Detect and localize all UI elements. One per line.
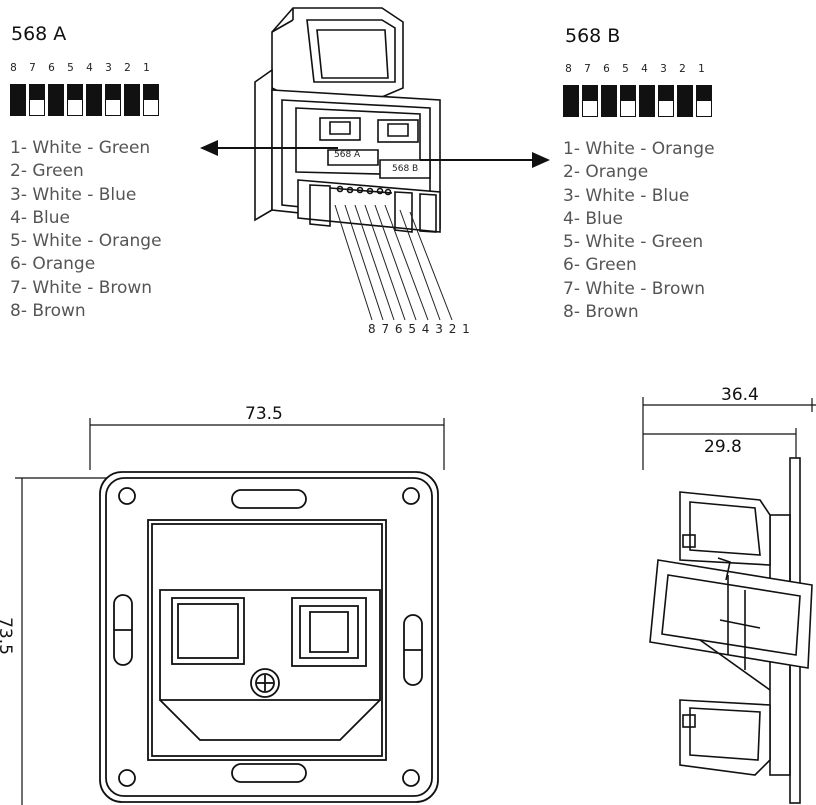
wire-swatch bbox=[563, 85, 579, 117]
wire-list-item: 5- White - Green bbox=[563, 232, 704, 253]
pin-number: 7 bbox=[29, 62, 36, 74]
wire-swatch bbox=[29, 84, 45, 116]
pin-number: 8 bbox=[10, 62, 17, 74]
pin-number: 5 bbox=[67, 62, 74, 74]
wire-list-item: 6- Green bbox=[563, 255, 637, 276]
wire-swatch bbox=[124, 84, 140, 116]
standard-b-wire-swatches bbox=[563, 85, 712, 117]
pin-number: 2 bbox=[124, 62, 131, 74]
pin-number: 2 bbox=[679, 63, 686, 75]
wire-swatch bbox=[582, 85, 598, 117]
wire-swatch bbox=[105, 84, 121, 116]
connector-pin-sequence: 8 7 6 5 4 3 2 1 bbox=[368, 322, 471, 336]
standard-b-title: 568 B bbox=[565, 25, 621, 47]
wire-swatch bbox=[86, 84, 102, 116]
wire-list-item: 8- Brown bbox=[563, 302, 639, 323]
wire-fan-lines bbox=[334, 204, 453, 321]
standard-a-wire-swatches bbox=[10, 84, 159, 116]
pin-number: 1 bbox=[698, 63, 705, 75]
wire-list-item: 4- Blue bbox=[563, 208, 623, 229]
wire-list-item: 7- White - Brown bbox=[10, 277, 153, 298]
side-view-drawing bbox=[642, 397, 816, 804]
pin-number: 3 bbox=[105, 62, 112, 74]
front-height-label: 73.5 bbox=[0, 617, 15, 655]
pin-number: 4 bbox=[641, 63, 648, 75]
keystone-jack-drawing bbox=[254, 7, 441, 233]
side-depth-total-label: 36.4 bbox=[721, 385, 759, 405]
wire-list-item: 7- White - Brown bbox=[563, 278, 706, 299]
pin-number: 4 bbox=[86, 62, 93, 74]
wire-swatch bbox=[696, 85, 712, 117]
wire-swatch bbox=[677, 85, 693, 117]
connector-label-a: 568 A bbox=[334, 150, 361, 160]
wire-list-item: 6- Orange bbox=[10, 254, 96, 275]
wire-list-item: 4- Blue bbox=[10, 207, 70, 228]
connector-label-b: 568 B bbox=[392, 164, 419, 174]
wire-swatch bbox=[48, 84, 64, 116]
pin-number: 6 bbox=[48, 62, 55, 74]
wire-list-item: 2- Orange bbox=[563, 162, 649, 183]
wire-list-item: 1- White - Orange bbox=[563, 139, 715, 159]
wire-swatch bbox=[10, 84, 26, 116]
wire-swatch bbox=[639, 85, 655, 117]
pin-number: 5 bbox=[622, 63, 629, 75]
wire-swatch bbox=[67, 84, 83, 116]
side-depth-inner-label: 29.8 bbox=[704, 437, 742, 457]
wire-list-item: 3- White - Blue bbox=[10, 184, 137, 205]
wire-list-item: 3- White - Blue bbox=[563, 185, 690, 206]
front-width-label: 73.5 bbox=[245, 404, 283, 424]
standard-a-title: 568 A bbox=[11, 23, 67, 45]
front-view-drawing bbox=[15, 418, 445, 805]
pin-number: 1 bbox=[143, 62, 150, 74]
wire-list-item: 5- White - Orange bbox=[10, 231, 162, 252]
pin-number: 7 bbox=[584, 63, 591, 75]
pin-number: 6 bbox=[603, 63, 610, 75]
wire-list-item: 2- Green bbox=[10, 161, 84, 182]
wire-swatch bbox=[620, 85, 636, 117]
pin-number: 3 bbox=[660, 63, 667, 75]
wire-swatch bbox=[601, 85, 617, 117]
wire-swatch bbox=[658, 85, 674, 117]
wire-swatch bbox=[143, 84, 159, 116]
wire-list-item: 1- White - Green bbox=[10, 138, 151, 158]
pin-number: 8 bbox=[565, 63, 572, 75]
wire-list-item: 8- Brown bbox=[10, 301, 86, 322]
